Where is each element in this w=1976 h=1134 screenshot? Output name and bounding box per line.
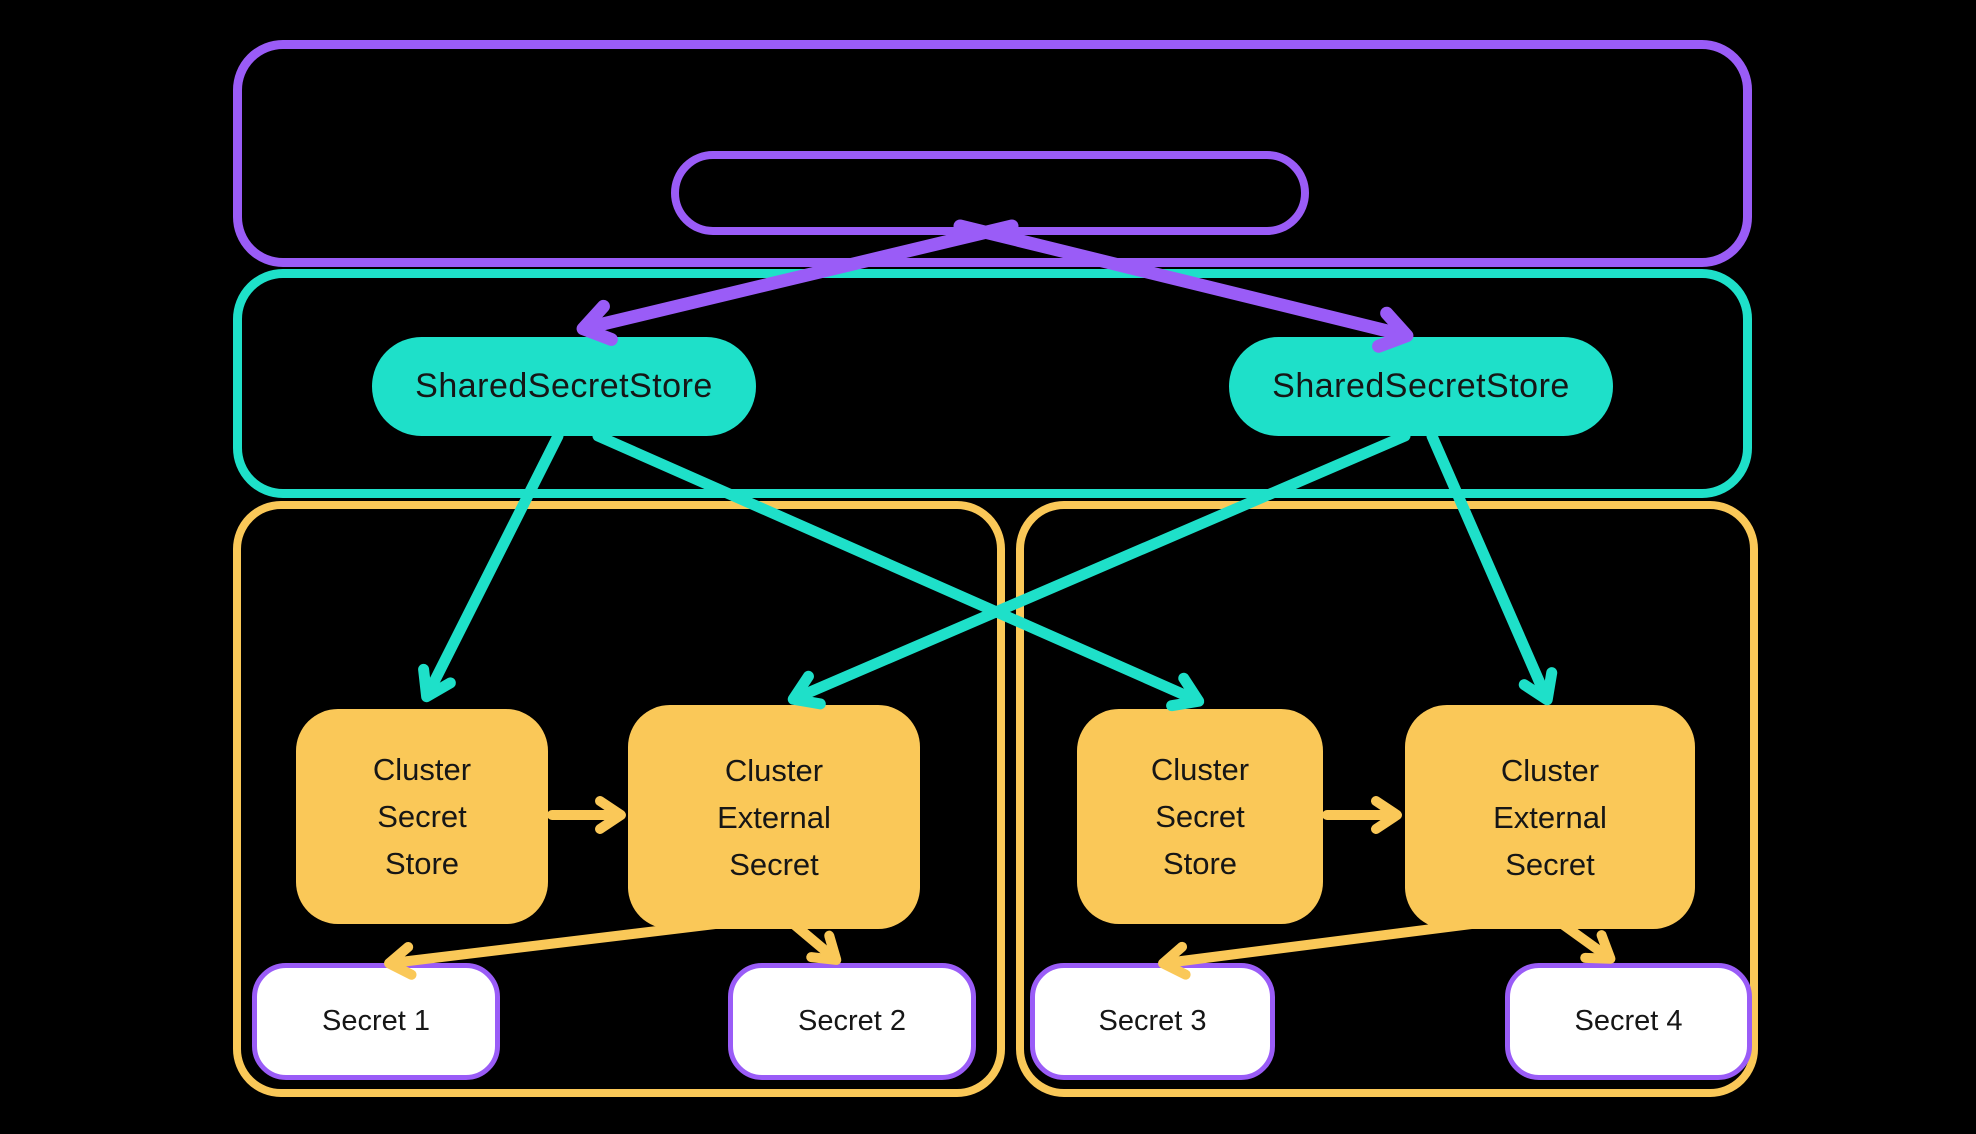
shared-secret-store-left-label: SharedSecretStore [415, 367, 713, 405]
cluster-secret-store-left: Cluster Secret Store [296, 709, 548, 924]
node-label-line: Store [384, 846, 460, 881]
shared-secret-store-right: SharedSecretStore [1229, 337, 1613, 436]
node-label-line: Secret [1155, 799, 1245, 834]
cluster-external-secret-left: Cluster External Secret [628, 705, 920, 929]
cluster-secret-store-right: Cluster Secret Store [1077, 709, 1323, 924]
node-label-line: Secret [377, 799, 467, 834]
node-label-line: External [717, 799, 831, 835]
shared-secret-store-left: SharedSecretStore [372, 337, 756, 436]
node-label-line: External [1493, 799, 1607, 835]
secret-2: Secret 2 [728, 963, 976, 1080]
secret-2-label: Secret 2 [798, 1005, 906, 1037]
shared-secret-store-right-label: SharedSecretStore [1272, 367, 1570, 405]
secret-3: Secret 3 [1030, 963, 1275, 1080]
secret-1: Secret 1 [252, 963, 500, 1080]
node-label-line: Cluster [372, 752, 472, 787]
secret-1-label: Secret 1 [322, 1005, 430, 1037]
secret-4-label: Secret 4 [1574, 1005, 1683, 1037]
node-label-line: Cluster [1150, 752, 1250, 787]
node-label-line: Cluster [724, 752, 824, 788]
node-label-line: Secret [729, 846, 819, 882]
top-inner-pill [671, 151, 1309, 235]
cluster-external-secret-right: Cluster External Secret [1405, 705, 1695, 929]
node-label-line: Cluster [1500, 752, 1600, 788]
secret-4: Secret 4 [1505, 963, 1752, 1080]
node-label-line: Store [1162, 846, 1238, 881]
secret-3-label: Secret 3 [1098, 1005, 1207, 1037]
node-label-line: Secret [1505, 846, 1595, 882]
